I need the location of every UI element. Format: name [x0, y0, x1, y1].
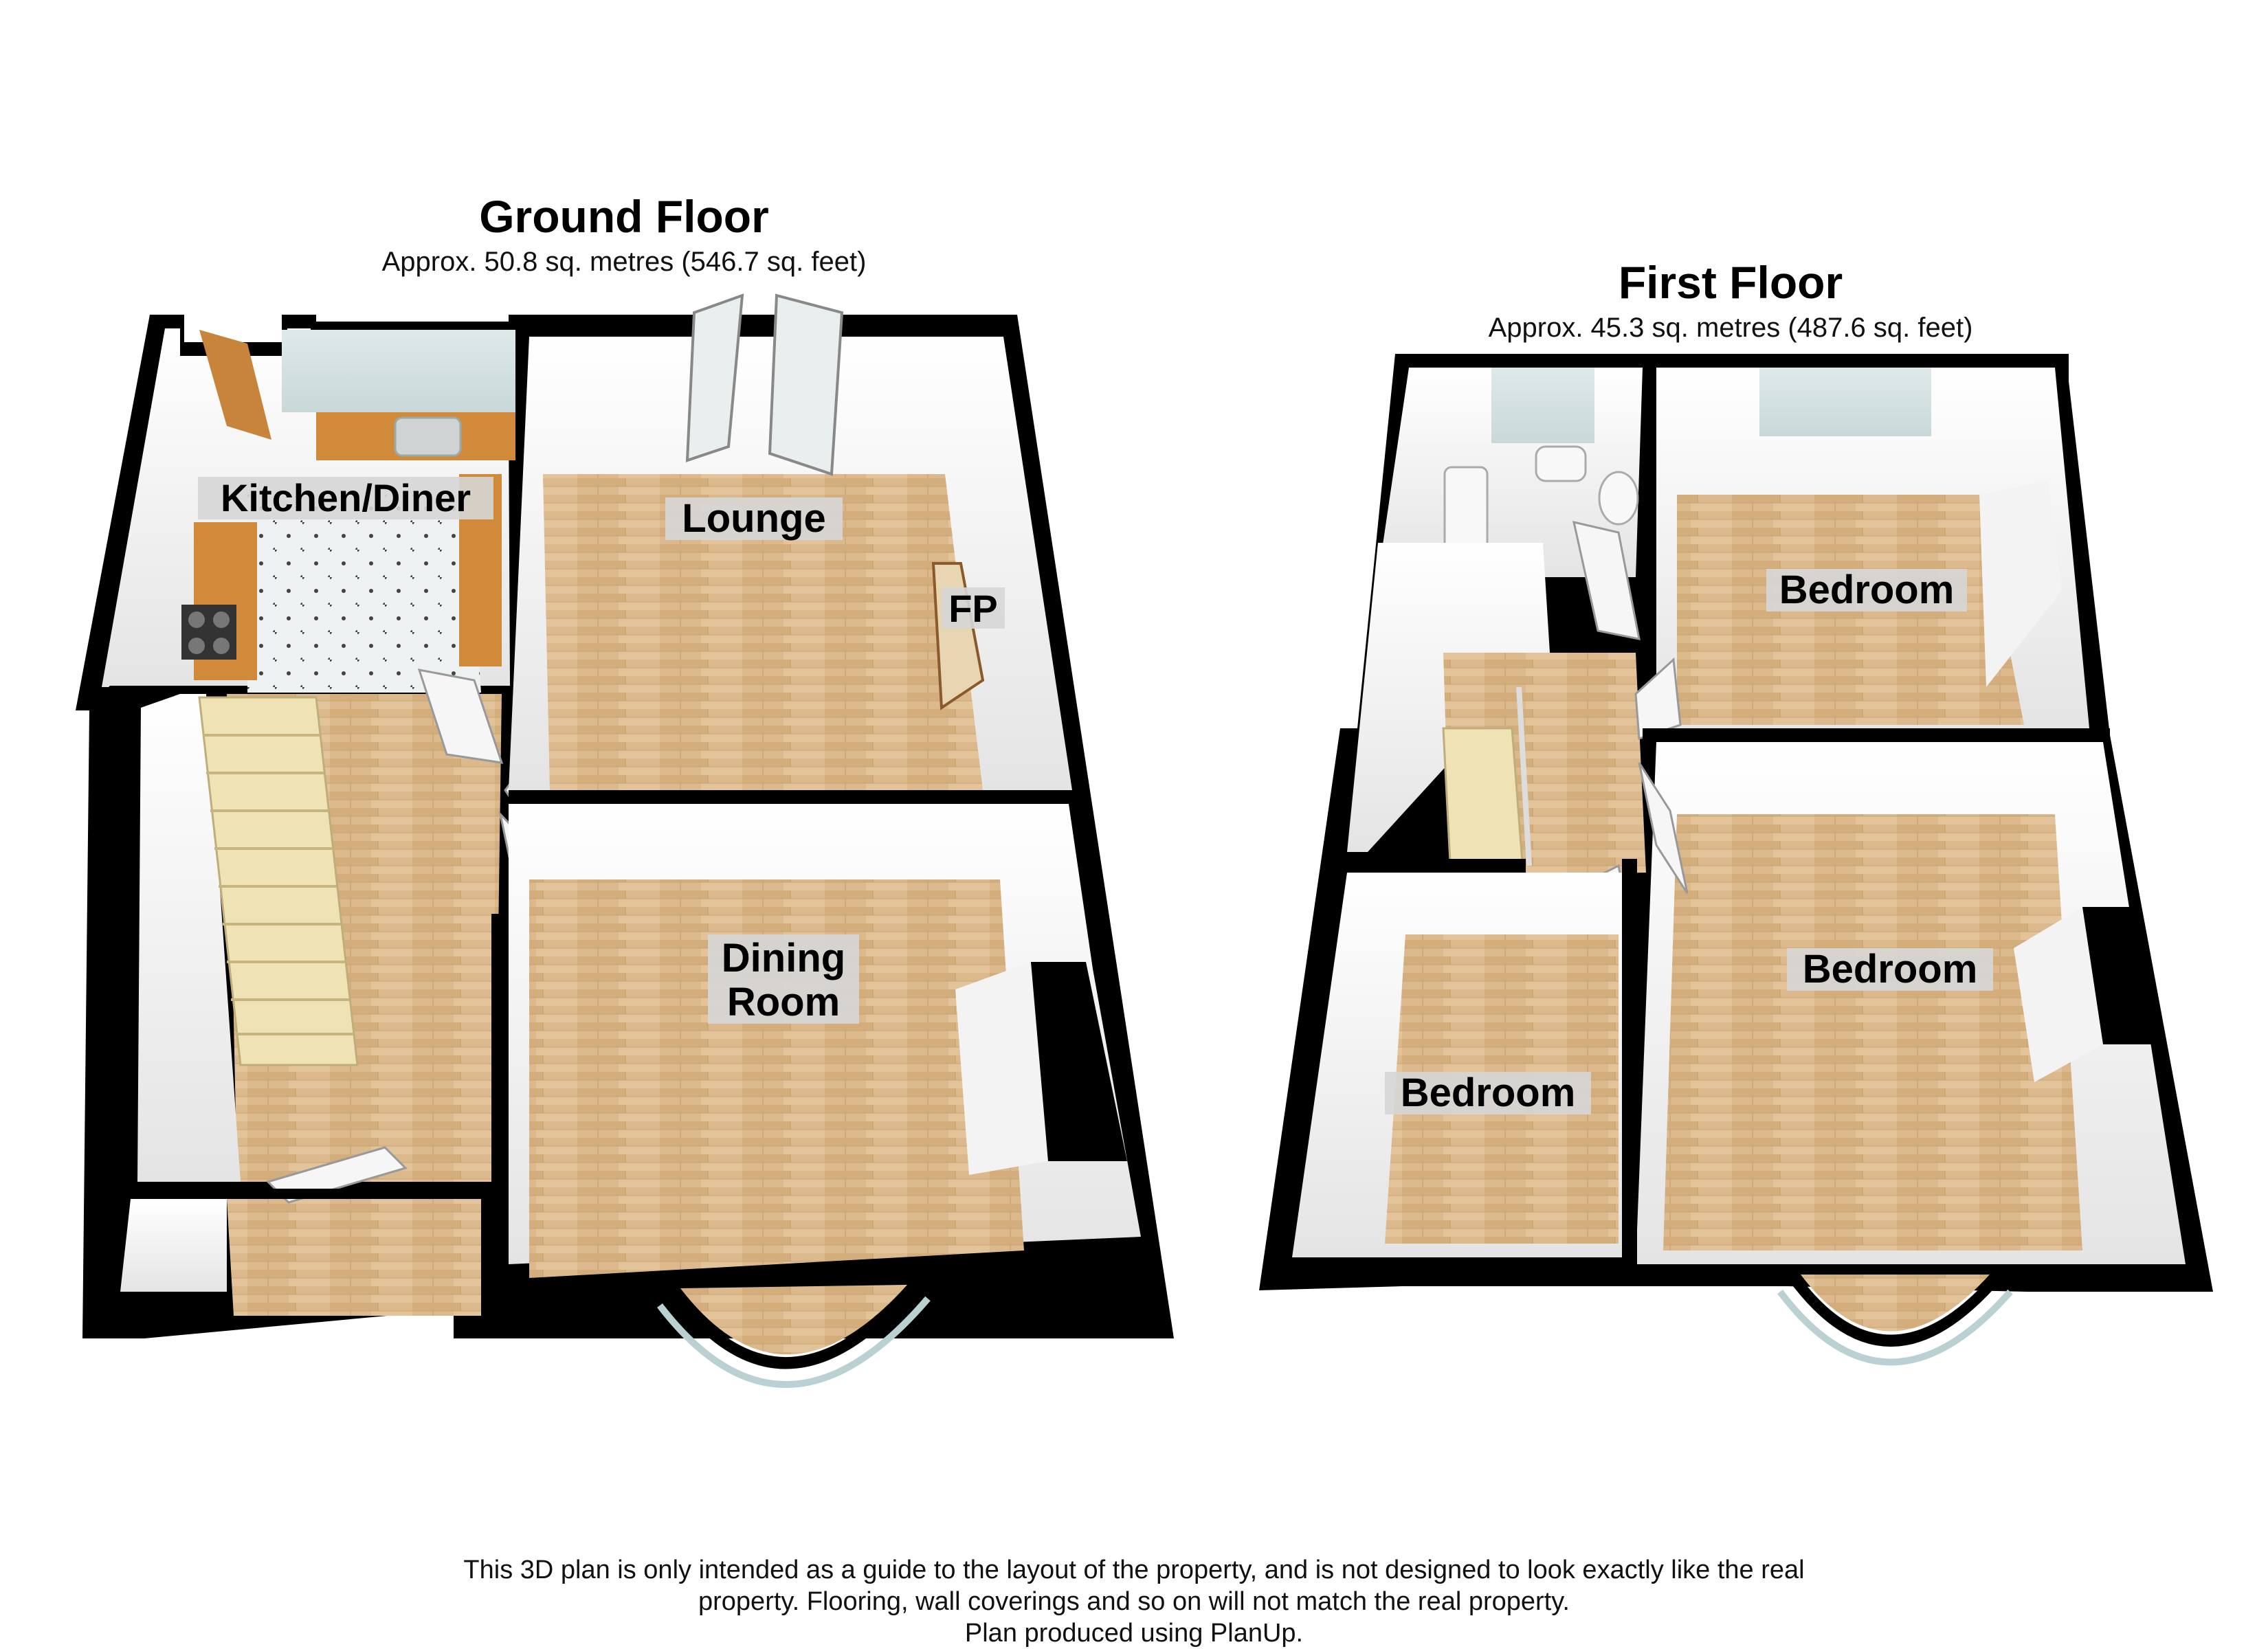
bedroom-top-right-window — [1759, 368, 1931, 436]
stair-treads — [203, 734, 353, 1035]
lounge-label: Lounge — [682, 496, 825, 541]
bathroom-door — [1572, 521, 1641, 640]
first-floor-bay-window — [1787, 1278, 2003, 1347]
kitchen-window — [282, 330, 515, 412]
disclaimer-line3: Plan produced using PlanUp. — [964, 1619, 1304, 1648]
bedroom-divider-wall — [1643, 728, 2110, 743]
chimney-breast — [955, 962, 1048, 1175]
kitchen-sink — [394, 416, 462, 457]
lounge-dining-wall — [509, 790, 1072, 804]
bedroom-left-partition — [1622, 859, 1637, 1264]
hob-ring — [188, 638, 205, 654]
hob-ring — [213, 638, 230, 654]
fireplace-label-bg — [942, 587, 1005, 629]
lounge-french-door — [768, 293, 844, 476]
first-floor-bay-floor — [1801, 1275, 1990, 1332]
toilet — [1598, 471, 1639, 526]
hob-ring — [188, 612, 205, 628]
kitchen-back-door — [199, 330, 271, 440]
bay-window — [667, 1285, 921, 1369]
bedroom-large-wardrobe — [2014, 907, 2103, 1082]
staircase — [198, 696, 359, 1066]
bedroom-large-label-bg — [1787, 948, 1993, 991]
ground-floor-plan: Ground Floor Approx. 50.8 sq. metres (54… — [76, 191, 1174, 1388]
disclaimer-line2: property. Flooring, wall coverings and s… — [698, 1587, 1570, 1616]
first-floor-area: Approx. 45.3 sq. metres (487.6 sq. feet) — [1489, 313, 1973, 343]
bathroom-window — [1491, 368, 1594, 443]
bay-floor — [680, 1285, 907, 1355]
bedroom-large-floor — [1663, 814, 2082, 1250]
kitchen-floor — [247, 495, 481, 693]
banister — [1516, 686, 1532, 866]
disclaimer-line1: This 3D plan is only intended as a guide… — [463, 1556, 1805, 1584]
porch-walls — [120, 1199, 227, 1292]
bedroom-left-label-bg — [1385, 1072, 1591, 1114]
bedroom-top-right-label-bg — [1766, 569, 1967, 612]
lounge-label-bg — [665, 497, 843, 540]
bedroom-large-door — [1638, 762, 1689, 894]
bedroom-top-right-label: Bedroom — [1779, 568, 1955, 612]
dining-floor — [529, 879, 1024, 1278]
kitchen-label: Kitchen/Diner — [221, 476, 471, 519]
first-floor-plan: First Floor Approx. 45.3 sq. metres (487… — [1259, 257, 2213, 1366]
hob-ring — [213, 612, 230, 628]
fireplace-label: FP — [948, 587, 998, 630]
porch-partition — [227, 1189, 481, 1199]
dining-label-bg — [708, 934, 859, 1024]
bedroom-large-label: Bedroom — [1803, 947, 1978, 991]
first-floor-title: First Floor — [1619, 257, 1843, 308]
dining-label-line2: Room — [727, 980, 840, 1024]
bedroom-top-right-door — [1634, 657, 1682, 741]
basin — [1535, 445, 1587, 482]
disclaimer: This 3D plan is only intended as a guide… — [0, 1554, 2268, 1649]
ground-floor-title: Ground Floor — [479, 191, 769, 242]
lounge-floor — [543, 474, 983, 790]
first-floor-stairs — [1442, 727, 1524, 864]
chimney-dark — [1031, 962, 1127, 1161]
dining-label-line1: Dining — [722, 936, 845, 980]
bedroom-left-label: Bedroom — [1401, 1070, 1576, 1115]
bay-window-glass — [657, 1296, 931, 1388]
lounge-french-door — [685, 293, 744, 462]
dining-left-wall — [491, 914, 509, 1299]
kitchen-label-bg — [198, 477, 493, 519]
ground-floor-area: Approx. 50.8 sq. metres (546.7 sq. feet) — [382, 247, 867, 277]
bedroom-large-chimney — [2082, 907, 2158, 1044]
bedroom-top-right-wardrobe — [1979, 481, 2062, 687]
first-floor-bay-glass — [1777, 1289, 2013, 1366]
landing-bedroom-left-wall — [1347, 859, 1526, 873]
kitchen-hob — [181, 605, 236, 660]
porch-floor — [227, 1199, 481, 1316]
hall-door — [417, 669, 504, 764]
